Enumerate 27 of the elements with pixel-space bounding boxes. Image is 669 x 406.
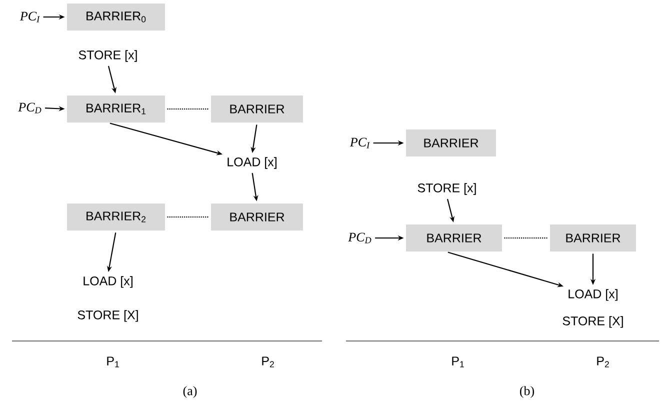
panel-caption: (a) — [183, 386, 197, 398]
instruction-label: LOAD [x] — [228, 157, 276, 169]
instruction-label: LOAD [x] — [84, 276, 132, 288]
pointer-label: PC$_{D}$ — [18, 102, 42, 114]
process-box: BARRIER — [550, 224, 636, 252]
process-box: BARRIER$_{1}$ — [67, 96, 165, 122]
instruction-label: LOAD [x] — [568, 289, 618, 301]
process-box: BARRIER$_{2}$ — [67, 204, 165, 230]
instruction-label: STORE [X] — [562, 316, 623, 328]
process-box: BARRIER — [406, 130, 496, 156]
instruction-label: STORE [x] — [78, 50, 137, 62]
processor-label: P$_{1}$ — [107, 356, 119, 368]
process-box: BARRIER — [211, 96, 303, 122]
pointer-label: PC$_{D}$ — [348, 232, 372, 244]
processor-label: P$_{1}$ — [452, 356, 464, 368]
pointer-label: PC$_{I}$ — [350, 138, 370, 148]
process-box: BARRIER — [406, 224, 502, 252]
processor-label: P$_{2}$ — [262, 356, 274, 368]
process-box: BARRIER — [211, 204, 303, 230]
processor-label: P$_{2}$ — [597, 356, 609, 368]
panel-caption: (b) — [520, 386, 534, 398]
connector-line — [166, 108, 210, 110]
pointer-label: PC$_{I}$ — [20, 12, 40, 22]
connector-line — [166, 216, 210, 218]
instruction-label: STORE [X] — [78, 310, 138, 322]
process-box: BARRIER$_{0}$ — [67, 4, 165, 30]
instruction-label: STORE [x] — [418, 183, 476, 195]
